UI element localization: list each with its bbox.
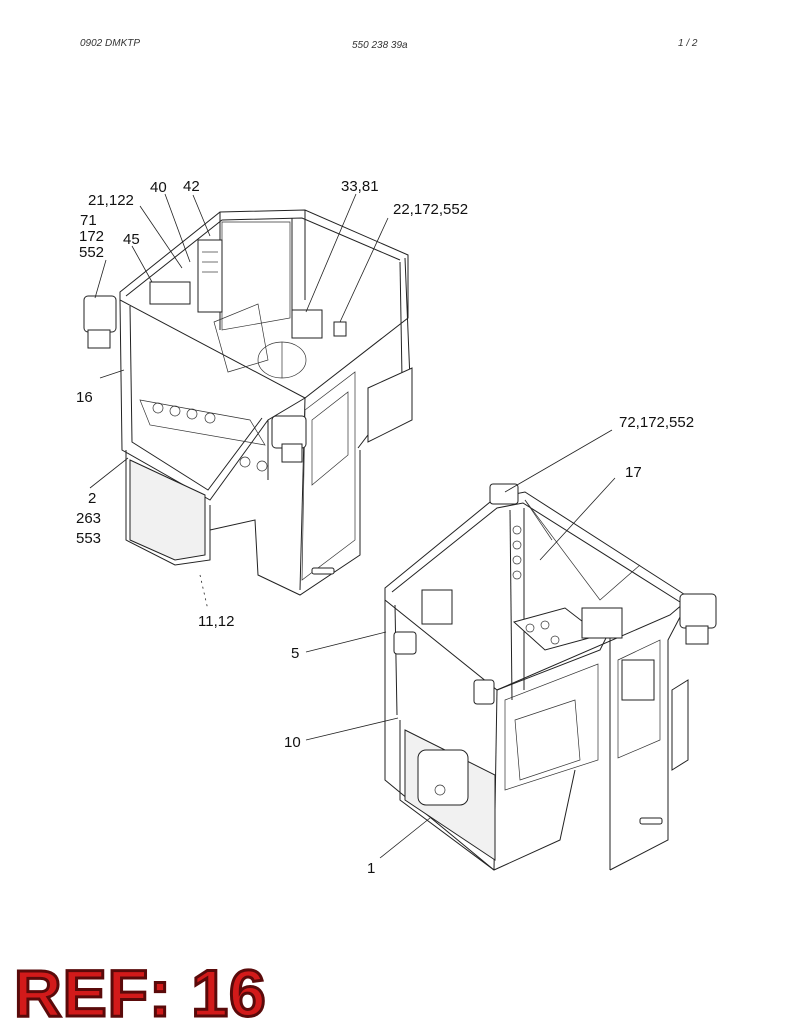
callout-72-172-552: 72,172,552 xyxy=(619,414,694,431)
callout-172: 172 xyxy=(79,228,104,245)
callout-10: 10 xyxy=(284,734,301,751)
leader-33-81 xyxy=(305,193,357,313)
leader-lines xyxy=(89,193,616,859)
leader-1 xyxy=(379,817,431,859)
header-page-number: 1 / 2 xyxy=(678,38,698,49)
callout-17: 17 xyxy=(625,464,642,481)
callout-1: 1 xyxy=(367,860,375,877)
callout-45: 45 xyxy=(123,231,140,248)
header-doc-code: 0902 DMKTP xyxy=(80,38,141,49)
leader-2-263-553 xyxy=(89,457,129,489)
callout-labels: 40 42 21,122 71 172 552 45 33,81 22,172,… xyxy=(76,178,694,877)
leader-40 xyxy=(164,193,191,263)
leader-42 xyxy=(192,194,211,237)
callout-16: 16 xyxy=(76,389,93,406)
callout-21-122: 21,122 xyxy=(88,192,134,209)
leader-22-172-552 xyxy=(339,217,389,323)
leader-5 xyxy=(305,631,387,653)
callout-22-172-552: 22,172,552 xyxy=(393,201,468,218)
header-part-number: 550 238 39a xyxy=(352,40,408,51)
callout-2: 2 xyxy=(88,490,96,507)
callout-11-12: 11,12 xyxy=(198,613,234,630)
leader-72-172-552 xyxy=(504,429,613,493)
leader-17 xyxy=(539,477,616,561)
callout-42: 42 xyxy=(183,178,200,195)
callout-71: 71 xyxy=(80,212,97,229)
leader-16 xyxy=(99,369,125,379)
ref-label: REF: 16 xyxy=(13,956,268,1030)
cab-b-drawing xyxy=(384,483,717,871)
callout-553: 553 xyxy=(76,530,101,547)
callout-5: 5 xyxy=(291,645,299,662)
leader-10 xyxy=(305,717,399,741)
leader-45 xyxy=(131,245,153,283)
leader-71-172-552 xyxy=(94,259,107,299)
leader-21-122 xyxy=(139,205,183,269)
cab-a-drawing xyxy=(83,209,413,596)
callout-552: 552 xyxy=(79,244,104,261)
leader-11-12 xyxy=(199,574,209,611)
callout-40: 40 xyxy=(150,179,167,196)
callout-33-81: 33,81 xyxy=(341,178,379,195)
callout-263: 263 xyxy=(76,510,101,527)
